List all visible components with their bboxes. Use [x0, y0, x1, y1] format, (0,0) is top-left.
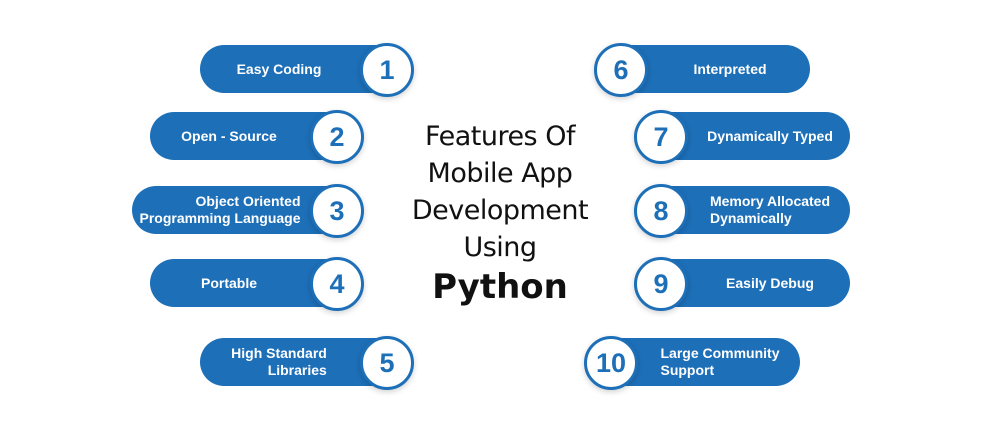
- feature-label: Dynamically Typed: [707, 127, 833, 144]
- feature-number-badge: 10: [584, 336, 638, 390]
- feature-pill-3: Object Oriented Programming Language 3: [132, 184, 364, 238]
- feature-number-badge: 3: [310, 184, 364, 238]
- feature-pill-10: 10 Large Community Support: [584, 336, 800, 390]
- feature-label: Large Community Support: [660, 345, 780, 378]
- feature-number-badge: 2: [310, 110, 364, 164]
- title-emphasis: Python: [432, 267, 568, 307]
- feature-label: Open - Source: [181, 127, 277, 144]
- feature-number-badge: 7: [634, 110, 688, 164]
- feature-number-badge: 6: [594, 43, 648, 97]
- feature-pill-5: High Standard Libraries 5: [200, 336, 414, 390]
- feature-pill-6: 6 Interpreted: [594, 43, 810, 97]
- feature-pill-7: 7 Dynamically Typed: [634, 110, 850, 164]
- feature-label: Memory Allocated Dynamically: [709, 193, 831, 226]
- feature-pill-9: 9 Easily Debug: [634, 257, 850, 311]
- feature-label: High Standard Libraries: [231, 345, 327, 378]
- feature-label: Portable: [200, 274, 257, 291]
- feature-label: Easy Coding: [236, 60, 322, 77]
- feature-pill-2: Open - Source 2: [150, 110, 364, 164]
- feature-number-badge: 1: [360, 43, 414, 97]
- feature-number-badge: 5: [360, 336, 414, 390]
- feature-number-badge: 9: [634, 257, 688, 311]
- feature-pill-8: 8 Memory Allocated Dynamically: [634, 184, 850, 238]
- feature-pill-4: Portable 4: [150, 257, 364, 311]
- feature-label: Interpreted: [693, 60, 767, 77]
- feature-pill-1: Easy Coding 1: [200, 43, 414, 97]
- feature-label: Object Oriented Programming Language: [139, 193, 301, 226]
- feature-label: Easily Debug: [726, 274, 814, 291]
- title-text: Features Of Mobile App Development Using: [411, 121, 589, 263]
- diagram-title: Features Of Mobile App Development Using…: [390, 118, 610, 308]
- feature-number-badge: 4: [310, 257, 364, 311]
- feature-number-badge: 8: [634, 184, 688, 238]
